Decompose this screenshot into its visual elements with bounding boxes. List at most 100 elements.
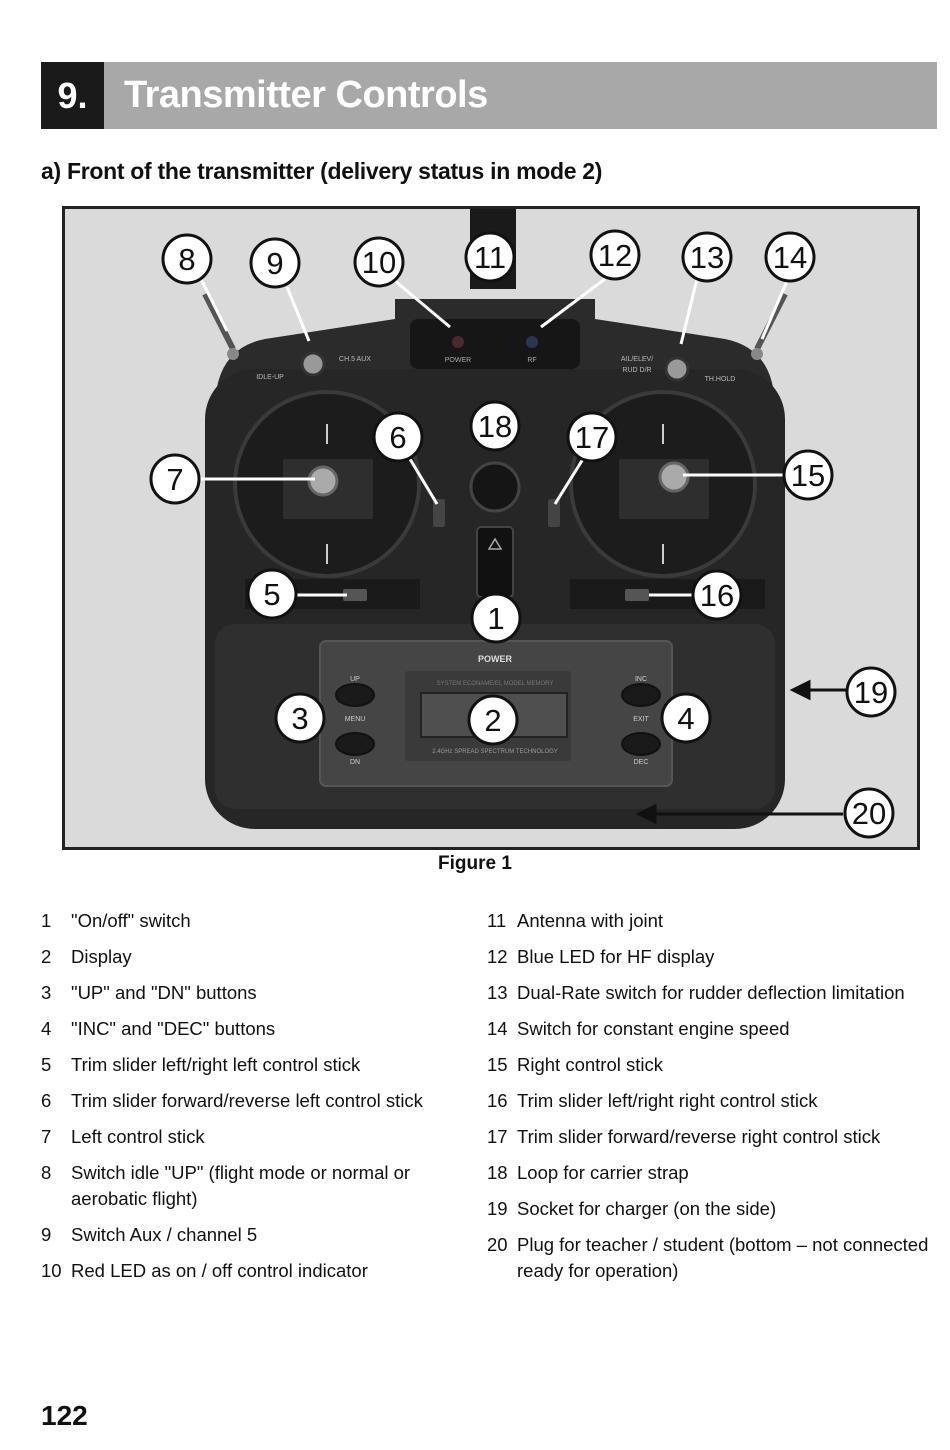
legend-number: 1 (41, 910, 52, 931)
legend-item: 1 "On/off" switch (41, 908, 491, 934)
legend-item: 14 Switch for constant engine speed (487, 1016, 937, 1042)
callout-circle-6 (372, 411, 424, 463)
legend-text: Socket for charger (on the side) (517, 1198, 777, 1219)
callout-circle-7 (149, 453, 201, 505)
legend-item: 15 Right control stick (487, 1052, 937, 1078)
legend-number: 17 (487, 1126, 508, 1147)
dn-button[interactable] (335, 732, 375, 756)
callout-circle-15 (782, 449, 834, 501)
legend-number: 5 (41, 1054, 52, 1075)
left-forward-trim[interactable] (433, 499, 445, 527)
callout-circle-18 (469, 400, 521, 452)
exit-label: EXIT (633, 716, 649, 723)
legend-item: 3 "UP" and "DN" buttons (41, 980, 491, 1006)
legend-item: 16 Trim slider left/right right control s… (487, 1088, 937, 1114)
legend-number: 20 (487, 1234, 508, 1255)
callout-label-19: 19 (854, 675, 888, 710)
legend-text: Display (71, 946, 132, 967)
legend-number: 2 (41, 946, 52, 967)
legend-text: Trim slider forward/reverse left control… (71, 1090, 423, 1111)
callout-label-20: 20 (852, 796, 886, 831)
legend-number: 4 (41, 1018, 52, 1039)
dual-rate-switch[interactable] (664, 356, 690, 382)
callout-label-2: 2 (484, 703, 501, 738)
transmitter-illustration: POWER RF IDLE-UP CH.5 AUX AIL/ELEV/ RUD … (65, 209, 917, 847)
callout-circle-1 (470, 592, 522, 644)
legend-item: 9 Switch Aux / channel 5 (41, 1222, 491, 1248)
legend-text: "INC" and "DEC" buttons (71, 1018, 276, 1039)
aux-switch[interactable] (300, 351, 326, 377)
inc-button-label: INC (635, 676, 647, 683)
left-lateral-trim[interactable] (343, 589, 367, 601)
switch-8-stem (202, 292, 236, 351)
up-button-label: UP (350, 676, 360, 683)
callout-label-8: 8 (178, 242, 195, 277)
legend-text: Blue LED for HF display (517, 946, 715, 967)
right-lateral-trim[interactable] (625, 589, 649, 601)
idle-up-switch[interactable] (227, 348, 239, 360)
display-top-text: SYSTEM ECONAME/EL MODEL MEMORY (437, 681, 554, 687)
strap-loop (469, 461, 521, 513)
th-hold-label: TH.HOLD (705, 376, 736, 383)
legend-number: 13 (487, 982, 508, 1003)
up-button[interactable] (335, 683, 375, 707)
callout-circle-5 (246, 568, 298, 620)
legend-text: Trim slider left/right right control sti… (517, 1090, 818, 1111)
dec-button[interactable] (621, 732, 661, 756)
rud-dr-label: RUD D/R (622, 367, 651, 374)
menu-label: MENU (345, 716, 366, 723)
legend-item: 2 Display (41, 944, 491, 970)
power-switch[interactable] (476, 526, 514, 598)
leader-lines (198, 276, 825, 597)
section-title: Transmitter Controls (104, 62, 937, 129)
legend-text: Right control stick (517, 1054, 663, 1075)
section-number: 9. (41, 62, 104, 129)
legend-number: 14 (487, 1018, 508, 1039)
callout-label-14: 14 (773, 240, 807, 275)
legend-number: 15 (487, 1054, 508, 1075)
rf-led-label: RF (527, 357, 536, 364)
callout-label-9: 9 (266, 246, 283, 281)
callout-circle-3 (274, 692, 326, 744)
left-control-stick[interactable] (307, 465, 339, 497)
th-hold-switch[interactable] (751, 348, 763, 360)
callout-circle-17 (566, 411, 618, 463)
legend-text: "UP" and "DN" buttons (71, 982, 257, 1003)
ail-elev-label: AIL/ELEV/ (621, 356, 653, 363)
callout-label-11: 11 (474, 240, 506, 275)
right-forward-trim[interactable] (548, 499, 560, 527)
callout-circle-20 (843, 787, 895, 839)
legend-text: Switch for constant engine speed (517, 1018, 790, 1039)
legend-text: Antenna with joint (517, 910, 664, 931)
right-control-stick[interactable] (658, 461, 690, 493)
callout-label-6: 6 (389, 420, 406, 455)
legend-text: Switch Aux / channel 5 (71, 1224, 258, 1245)
idle-up-label: IDLE-UP (256, 374, 284, 381)
section-header: 9. Transmitter Controls (41, 62, 937, 129)
legend-text: "On/off" switch (71, 910, 191, 931)
callout-label-1: 1 (487, 601, 504, 636)
legend-number: 16 (487, 1090, 508, 1111)
callout-label-4: 4 (677, 701, 694, 736)
callout-circle-14 (764, 231, 816, 283)
legend-number: 9 (41, 1224, 52, 1245)
legend-item: 12 Blue LED for HF display (487, 944, 937, 970)
callout-label-12: 12 (598, 238, 632, 273)
callout-circle-4 (660, 692, 712, 744)
legend-text: Trim slider left/right left control stic… (71, 1054, 361, 1075)
legend-number: 6 (41, 1090, 52, 1111)
legend-number: 12 (487, 946, 508, 967)
transmitter-figure: POWER RF IDLE-UP CH.5 AUX AIL/ELEV/ RUD … (62, 206, 920, 850)
legend-number: 3 (41, 982, 52, 1003)
inc-button[interactable] (621, 683, 661, 707)
callout-circle-2 (467, 694, 519, 746)
power-led (452, 336, 464, 348)
rf-led (526, 336, 538, 348)
